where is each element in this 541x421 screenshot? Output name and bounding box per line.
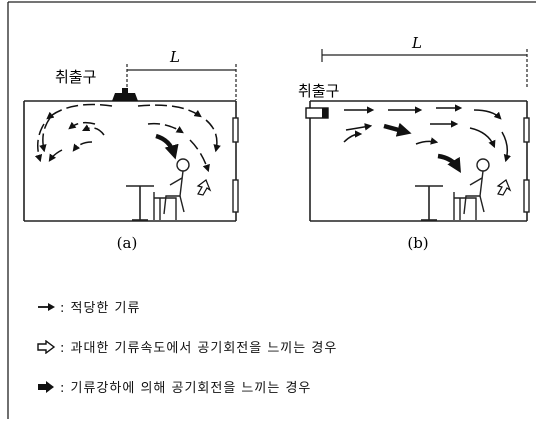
person-b — [453, 158, 490, 220]
diagram-b: L 취출구 — [298, 34, 530, 252]
flow-arrow — [147, 122, 184, 134]
caption-b: (b) — [407, 234, 428, 252]
legend-text: : 과대한 기류속도에서 공기회전을 느끼는 경우 — [60, 341, 338, 356]
window-a-lower — [232, 179, 239, 213]
flow-arrow — [46, 103, 113, 120]
flow-arrow — [189, 139, 210, 173]
flow-arrow — [501, 131, 512, 163]
flow-arrow — [81, 124, 105, 136]
table-a — [126, 185, 154, 221]
flow-arrow — [48, 149, 63, 162]
flow-arrow — [473, 109, 502, 120]
flow-arrow — [137, 104, 202, 118]
legend-item-downdraft: : 기류강하에 의해 공기회전을 느끼는 경우 — [36, 377, 311, 396]
dimension-line-b — [321, 49, 528, 88]
window-b-lower — [523, 179, 530, 213]
legend-item-excessive-velocity: : 과대한 기류속도에서 공기회전을 느끼는 경우 — [36, 337, 337, 356]
room-outline-b — [309, 100, 528, 222]
outlet-label-a: 취출구 — [55, 68, 96, 86]
dimension-line-a — [126, 64, 237, 100]
hollow-arrow-a — [196, 179, 212, 196]
flow-arrow — [205, 119, 221, 153]
table-b — [415, 185, 443, 221]
airflow-bold-arrow-a — [155, 133, 179, 160]
hollow-arrow-icon — [37, 339, 56, 354]
diagram-a: L 취출구 — [23, 48, 239, 252]
flow-arrow — [68, 121, 96, 130]
legend-item-appropriate-flow: : 적당한 기류 — [36, 297, 140, 316]
person-a — [153, 158, 190, 220]
bold-arrow-icon — [38, 380, 54, 393]
flow-arrow — [72, 141, 93, 152]
bold-flow-arrow — [437, 153, 461, 173]
outlet-label-b: 취출구 — [298, 82, 339, 100]
caption-a: (a) — [117, 234, 138, 252]
flow-arrow — [34, 123, 45, 163]
diffuser-a — [112, 88, 138, 101]
flow-arrow — [415, 137, 439, 145]
figure-border — [7, 1, 536, 419]
legend-text: : 적당한 기류 — [60, 301, 141, 316]
dimension-label-a: L — [169, 48, 180, 66]
airflow-thin-arrows-a — [34, 103, 221, 173]
hollow-arrow-b — [496, 179, 512, 196]
airflow-bold-arrows-b — [383, 122, 461, 173]
window-a-upper — [232, 117, 239, 143]
bold-flow-arrow — [155, 133, 179, 160]
flow-arrow — [343, 130, 363, 143]
flow-arrow — [345, 123, 373, 131]
airflow-thin-arrows-b — [343, 104, 512, 163]
flow-arrow — [39, 117, 51, 153]
legend-text: : 기류강하에 의해 공기회전을 느끼는 경우 — [60, 381, 312, 396]
dimension-label-b: L — [411, 34, 422, 52]
bold-flow-arrow — [383, 122, 412, 137]
window-b-upper — [523, 117, 530, 143]
thin-arrow-icon — [38, 302, 55, 311]
flow-arrow — [469, 127, 496, 149]
diffuser-b — [305, 107, 329, 119]
